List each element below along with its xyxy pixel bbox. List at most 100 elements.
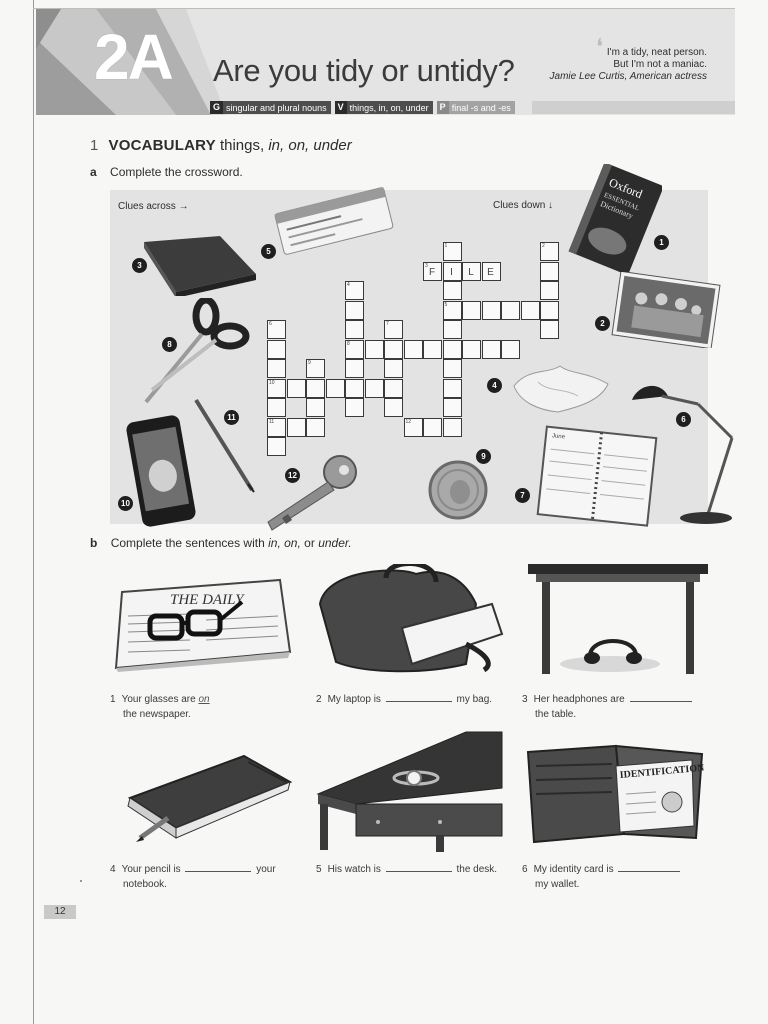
crossword-cell[interactable]: 7 <box>384 320 403 339</box>
diary-month-label: June <box>552 433 566 440</box>
crossword-cell[interactable] <box>403 339 423 359</box>
sentence-5-number: 5 <box>316 864 322 875</box>
sentence-3-blank[interactable] <box>629 692 692 702</box>
crossword-cell[interactable]: 6 <box>267 320 286 339</box>
crossword-cell[interactable] <box>540 281 559 300</box>
exercise-a-instruction: a Complete the crossword. <box>90 165 243 179</box>
crossword-letter: F <box>428 266 437 278</box>
section-heading: 1 VOCABULARY things, in, on, under <box>90 137 352 154</box>
crossword-cell[interactable] <box>501 300 520 320</box>
desk-watch-illustration <box>316 731 503 852</box>
crossword-cell[interactable] <box>306 398 325 417</box>
crossword-cell[interactable]: 10 <box>267 378 286 398</box>
section-title-italic: in, on, under <box>268 137 352 154</box>
crossword-cell[interactable] <box>540 300 559 320</box>
crossword-clue-number: 4 <box>347 282 350 288</box>
crossword-cell[interactable] <box>345 320 364 339</box>
sentence-2-blank[interactable] <box>385 692 452 702</box>
crossword-cell[interactable] <box>481 339 501 359</box>
crossword-letter: E <box>487 266 495 278</box>
crossword-cell[interactable] <box>267 359 286 378</box>
crossword-cell[interactable]: 2 <box>540 242 559 261</box>
coin-illustration <box>428 460 488 520</box>
exercise-b-text: Complete the sentences with <box>110 536 265 550</box>
crossword-cell[interactable] <box>442 320 462 339</box>
crossword-cell[interactable] <box>345 378 364 398</box>
crossword-cell[interactable] <box>384 339 403 359</box>
table-headphones-illustration <box>528 564 708 674</box>
sentence-2-before: My laptop is <box>327 694 381 705</box>
crossword-cell[interactable] <box>462 339 481 359</box>
crossword-cell[interactable]: I <box>442 261 462 281</box>
crossword-letter: I <box>450 266 454 278</box>
crossword-cell[interactable] <box>267 398 286 417</box>
crossword-cell[interactable] <box>501 339 520 359</box>
quote: I'm a tidy, neat person. But I'm not a m… <box>507 47 707 83</box>
crossword-cell[interactable] <box>442 378 462 398</box>
mobile-phone-illustration <box>126 415 196 527</box>
crossword-cell[interactable]: 1 <box>442 242 462 261</box>
sentence-1-answer[interactable]: on <box>198 694 210 705</box>
crossword-cell[interactable] <box>345 300 364 320</box>
crossword-cell[interactable]: 5 <box>442 300 462 320</box>
sentence-5-after: the desk. <box>456 864 498 875</box>
crossword-clue-number: 10 <box>269 379 275 386</box>
grammar-tag: G singular and plural nouns <box>210 101 331 114</box>
crossword-cell[interactable] <box>442 359 462 378</box>
crossword-cell[interactable] <box>325 378 345 398</box>
unit-focus-tags: G singular and plural nouns V things, in… <box>210 101 515 114</box>
badge-3: 3 <box>132 258 147 273</box>
crossword-cell[interactable] <box>286 378 306 398</box>
sentence-4-before: Your pencil is <box>121 864 181 875</box>
sentence-4-blank[interactable] <box>185 862 252 872</box>
sentence-1-number: 1 <box>110 694 116 705</box>
crossword-cell[interactable]: E <box>481 261 501 281</box>
file-illustration <box>144 236 256 296</box>
crossword-cell[interactable] <box>345 359 364 378</box>
crossword-cell[interactable] <box>384 359 403 378</box>
crossword-cell[interactable] <box>286 417 306 437</box>
crossword-letter: L <box>468 266 475 278</box>
crossword-cell[interactable]: L <box>462 261 481 281</box>
badge-9: 9 <box>476 449 491 464</box>
crossword-cell[interactable] <box>364 378 384 398</box>
crossword-cell[interactable] <box>267 339 286 359</box>
crossword-cell[interactable]: 12 <box>403 417 423 437</box>
vocabulary-tag-text: things, in, on, under <box>349 102 429 113</box>
crossword-cell[interactable] <box>364 339 384 359</box>
crossword-cell[interactable] <box>423 339 442 359</box>
crossword-cell[interactable] <box>423 417 442 437</box>
sentence-3-number: 3 <box>522 694 528 705</box>
sentence-2-number: 2 <box>316 694 322 705</box>
crossword-cell[interactable]: 11 <box>267 417 286 437</box>
crossword-cell[interactable] <box>306 378 325 398</box>
crossword-cell[interactable] <box>384 398 403 417</box>
crossword-cell[interactable] <box>345 398 364 417</box>
crossword-cell[interactable]: 9 <box>306 359 325 378</box>
crossword-cell[interactable]: 4 <box>345 281 364 300</box>
crossword-cell[interactable] <box>306 417 325 437</box>
page-edge <box>33 0 34 1024</box>
crossword-cell[interactable] <box>442 398 462 417</box>
crossword-cell[interactable] <box>442 417 462 437</box>
crossword-cell[interactable] <box>442 339 462 359</box>
crossword-cell[interactable] <box>442 281 462 300</box>
crossword-cell[interactable] <box>384 378 403 398</box>
crossword-cell[interactable] <box>540 320 559 339</box>
crossword-cell[interactable] <box>540 261 559 281</box>
crossword-cell[interactable] <box>267 437 286 456</box>
banner-rays <box>36 9 226 115</box>
crossword-cell[interactable] <box>520 300 540 320</box>
crossword-cell[interactable]: 8 <box>345 339 364 359</box>
clues-down-label: Clues down ↓ <box>493 200 554 211</box>
crossword-cell[interactable] <box>462 300 481 320</box>
crossword-cell[interactable] <box>481 300 501 320</box>
sentence-6-blank[interactable] <box>618 862 681 872</box>
sentence-5-blank[interactable] <box>385 862 452 872</box>
